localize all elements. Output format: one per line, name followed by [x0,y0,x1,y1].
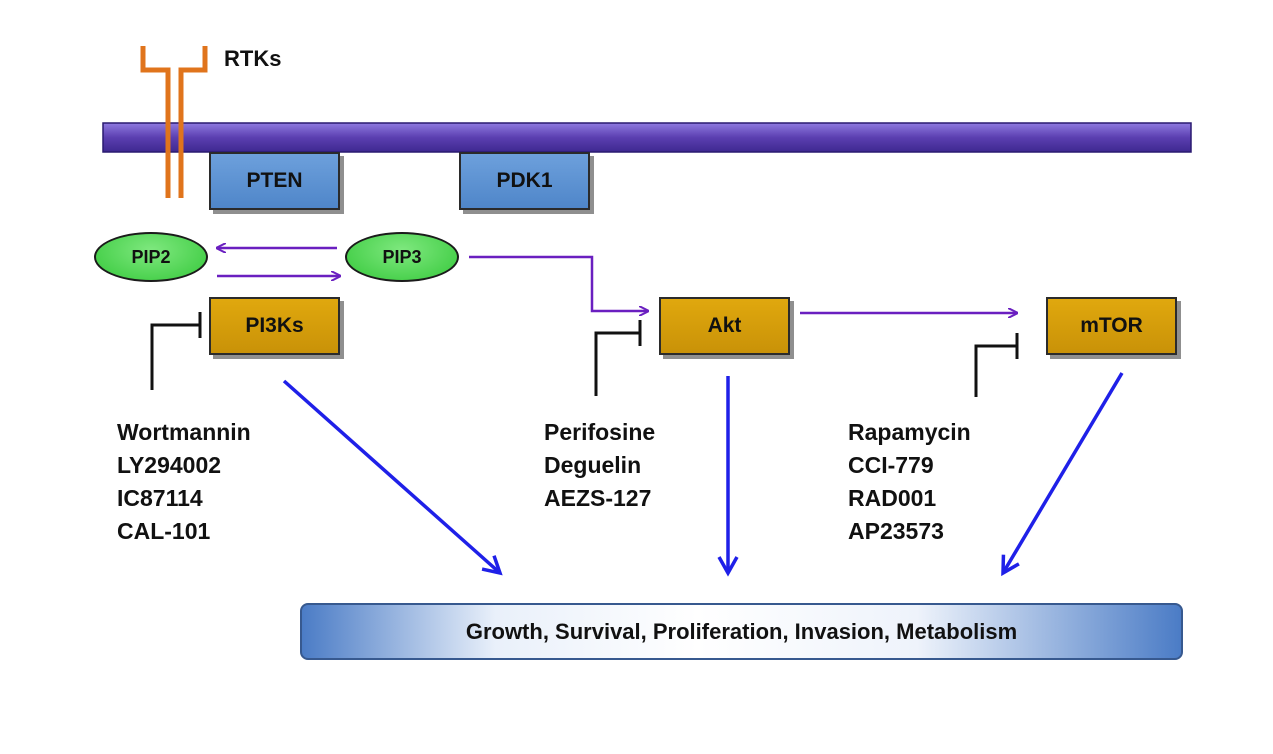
node-pdk1: PDK1 [459,152,590,210]
pi3k-inhibitor: LY294002 [117,452,222,478]
arrow-mtor-to-outcome [1001,372,1124,577]
akt-inhibitor: Perifosine [544,419,656,445]
pi3k-inhibitor: Wortmannin [117,419,251,445]
node-akt: Akt [659,297,790,355]
node-pip3: PIP3 [345,232,459,282]
inhibit-mtor [974,333,1019,397]
inhibit-akt [594,320,642,396]
outcome-label: Growth, Survival, Proliferation, Invasio… [465,618,1018,644]
inhibit-pi3ks [150,312,202,390]
pi3k-inhibitor-list: Wortmannin LY294002 IC87114 CAL-101 [117,416,251,548]
rtks-label: RTKs [224,46,282,71]
akt-inhibitor-list: Perifosine Deguelin AEZS-127 [544,416,655,515]
akt-inhibitor: Deguelin [544,452,642,478]
arrow-pi3ks-to-outcome [282,379,503,576]
outcome-bar: Growth, Survival, Proliferation, Invasio… [300,603,1183,660]
mtor-inhibitor: Rapamycin [848,419,971,445]
mtor-inhibitor-list: Rapamycin CCI-779 RAD001 AP23573 [848,416,971,548]
cell-membrane [102,122,1192,153]
mtor-inhibitor: CCI-779 [848,452,934,478]
rtk-receptor-icon [140,46,208,198]
node-mtor: mTOR [1046,297,1177,355]
akt-inhibitor: AEZS-127 [544,485,652,511]
node-pten: PTEN [209,152,340,210]
node-pip2: PIP2 [94,232,208,282]
pi3k-inhibitor: IC87114 [117,485,203,511]
pi3k-inhibitor: CAL-101 [117,518,211,544]
mtor-inhibitor: RAD001 [848,485,937,511]
arrow-pip3-to-akt [469,255,648,311]
mtor-inhibitor: AP23573 [848,518,944,544]
node-pi3ks: PI3Ks [209,297,340,355]
